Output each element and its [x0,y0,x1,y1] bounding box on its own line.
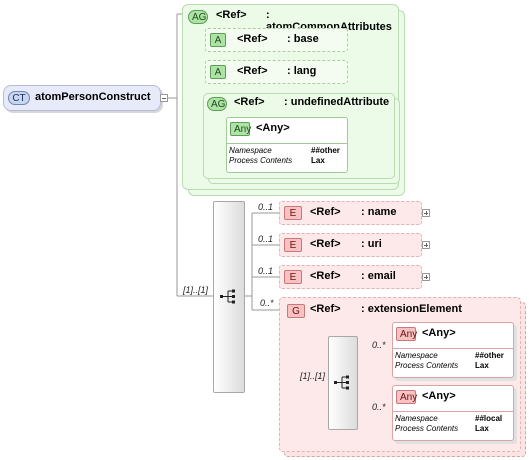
ag-badge: AG [188,10,208,24]
undefined-ref: <Ref> [234,96,265,108]
any-title: <Any> [422,390,456,402]
process-contents-value: Lax [475,361,489,370]
process-contents-label: Process Contents [229,156,293,165]
element-ref: <Ref> [310,206,341,218]
attribute-badge: A [210,65,226,79]
element-ref: <Ref> [310,238,341,250]
inner-sequence-multiplicity: [1]..[1] [300,371,326,381]
attribute-ref: <Ref> [237,65,268,77]
element-ref: <Ref> [310,270,341,282]
ct-badge: CT [8,91,30,105]
attribute-ref: <Ref> [237,33,268,45]
sequence-icon [334,375,349,390]
attribute-base[interactable]: A <Ref> : base [205,28,348,52]
expand-email-toggle[interactable] [422,273,430,281]
group-ref: <Ref> [310,303,341,315]
sequence-compositor[interactable] [213,201,245,393]
element-badge: E [284,270,302,284]
ag-ref: <Ref> [216,9,247,21]
any-attribute-wildcard[interactable]: Any <Any> Namespace ##other Process Cont… [226,117,348,173]
element-name[interactable]: E <Ref> : name [279,201,422,225]
expand-name-toggle[interactable] [422,209,430,217]
inner-sequence-compositor[interactable] [328,336,358,430]
element-badge: E [284,206,302,220]
attribute-name: : base [287,33,319,45]
ag-badge: AG [207,97,227,111]
element-uri[interactable]: E <Ref> : uri [279,233,422,257]
attribute-name: : lang [287,65,317,77]
any-divider [227,143,347,144]
process-contents-label: Process Contents [395,424,459,433]
namespace-label: Namespace [395,351,438,360]
any-badge: Any [230,122,251,136]
namespace-value: ##other [311,146,340,155]
any-badge: Any [396,327,417,341]
element-multiplicity: 0..1 [258,202,274,212]
namespace-label: Namespace [395,414,438,423]
any-multiplicity: 0..* [372,402,386,412]
element-multiplicity: 0..1 [258,266,274,276]
any-element-wildcard-other[interactable]: Any <Any> Namespace ##other Process Cont… [392,322,514,378]
root-name: atomPersonConstruct [35,91,151,103]
attribute-badge: A [210,33,226,47]
group-badge: G [287,304,305,318]
sequence-icon [220,289,235,304]
element-badge: E [284,238,302,252]
root-complex-type[interactable]: CT atomPersonConstruct [3,85,161,111]
attribute-lang[interactable]: A <Ref> : lang [205,60,348,84]
any-multiplicity: 0..* [372,340,386,350]
sequence-multiplicity: [1]..[1] [183,285,209,295]
element-label: : email [361,270,396,282]
namespace-value: ##other [475,351,504,360]
any-divider [393,348,513,349]
any-divider [393,411,513,412]
element-multiplicity: 0..1 [258,234,274,244]
process-contents-label: Process Contents [395,361,459,370]
element-label: : uri [361,238,382,250]
any-title: <Any> [256,122,290,134]
any-element-wildcard-local[interactable]: Any <Any> Namespace ##local Process Cont… [392,385,514,441]
element-email[interactable]: E <Ref> : email [279,265,422,289]
process-contents-value: Lax [475,424,489,433]
undefined-name: : undefinedAttribute [284,96,390,108]
namespace-label: Namespace [229,146,272,155]
process-contents-value: Lax [311,156,325,165]
expand-uri-toggle[interactable] [422,241,430,249]
namespace-value: ##local [475,414,503,423]
group-name: : extensionElement [361,303,462,315]
group-multiplicity: 0..* [260,298,274,308]
any-badge: Any [396,390,417,404]
collapse-root-toggle[interactable] [160,94,168,102]
any-title: <Any> [422,327,456,339]
element-label: : name [361,206,397,218]
